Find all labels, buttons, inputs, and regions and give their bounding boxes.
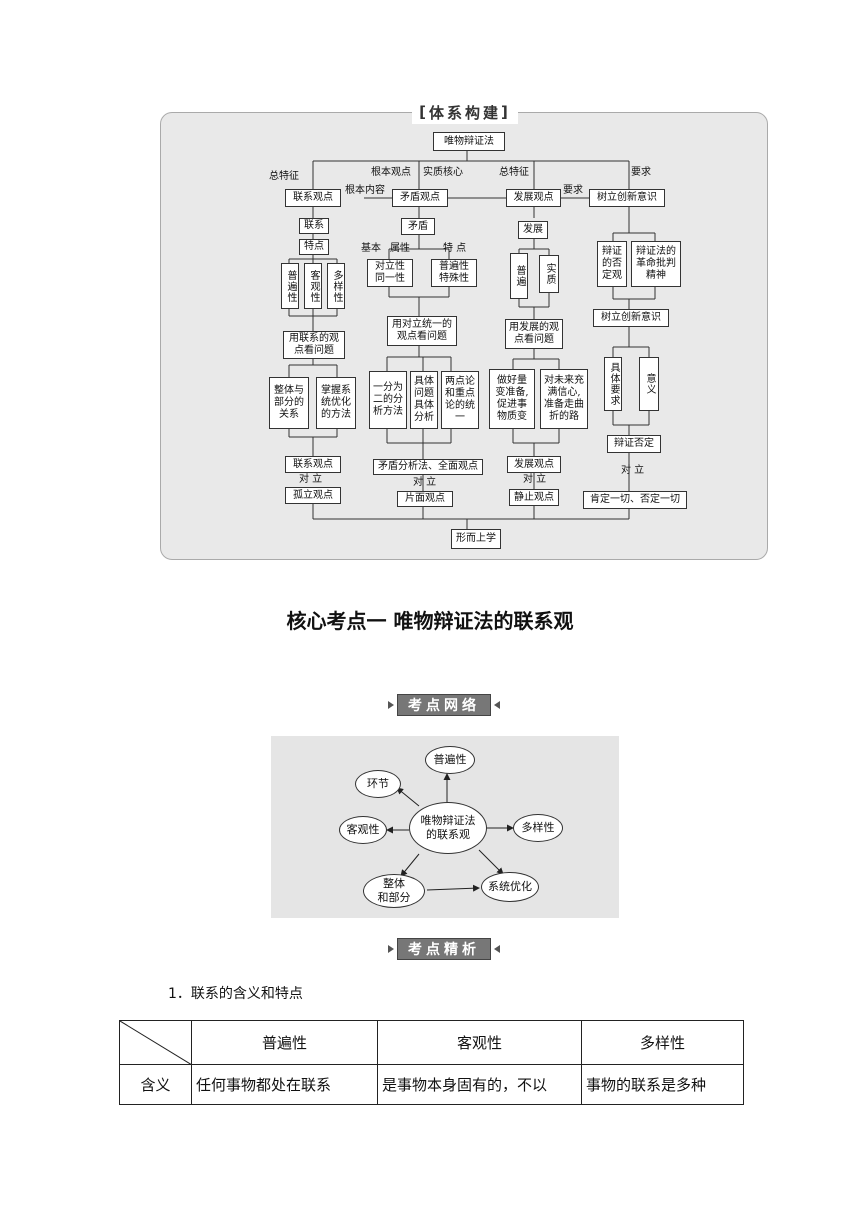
node-trait: 普遍 xyxy=(510,253,528,299)
node-mid: 树立创新意识 xyxy=(593,309,669,327)
node-center: 唯物辩证法 的联系观 xyxy=(409,802,487,854)
node-trait: 意义 xyxy=(639,357,659,411)
node-keguanxing: 客观性 xyxy=(339,816,387,844)
edge-label: 实质核心 xyxy=(423,167,463,178)
node-neg: 肯定一切、否定一切 xyxy=(583,491,687,509)
node-sub: 具体 问题 具体 分析 xyxy=(410,371,438,429)
tag-kaodian-jingxi: 考点精析 xyxy=(388,938,500,960)
lianxi-table: 普遍性 客观性 多样性 含义 任何事物都处在联系 是事物本身固有的，不以 事物的… xyxy=(119,1020,744,1105)
table-row: 含义 任何事物都处在联系 是事物本身固有的，不以 事物的联系是多种 xyxy=(119,1064,744,1105)
network-arrows xyxy=(386,773,514,892)
node-trait: 普遍性 xyxy=(281,263,299,309)
node-chuangxin-yishi: 树立创新意识 xyxy=(589,189,665,207)
node-neg: 片面观点 xyxy=(397,491,453,507)
tag-label: 考点网络 xyxy=(397,694,491,716)
node-neg: 孤立观点 xyxy=(285,487,341,504)
edge-label: 根本内容 xyxy=(345,185,385,196)
table-header: 客观性 xyxy=(377,1020,582,1065)
node-trait: 具体要求 xyxy=(604,357,622,411)
edge-label: 对 立 xyxy=(413,477,437,488)
node-neg: 静止观点 xyxy=(509,489,559,506)
edge-label: 总特征 xyxy=(499,167,529,178)
node-fazhan-guandian: 发展观点 xyxy=(506,189,561,207)
node-attr: 普遍性 特殊性 xyxy=(431,259,477,287)
node-sub: 两点论 和重点 论的统 一 xyxy=(441,371,479,429)
tag-kaodian-wangluo: 考点网络 xyxy=(388,694,500,716)
node-duoyangxing: 多样性 xyxy=(513,814,563,842)
node-sub: 对未来充 满信心, 准备走曲 折的路 xyxy=(540,369,588,429)
node-sub: 辩证法的 革命批判 精神 xyxy=(631,241,681,287)
node-trait: 实质 xyxy=(539,255,559,293)
node-huanjie: 环节 xyxy=(355,770,401,798)
node-xing-er-shang-xue: 形而上学 xyxy=(451,529,501,549)
framework-connector-lines xyxy=(288,151,656,529)
node-attr: 对立性 同一性 xyxy=(367,259,413,287)
edge-label: 对 立 xyxy=(299,474,323,485)
edge-label: 总特征 xyxy=(269,171,299,182)
section-banner: [体系构建] xyxy=(412,100,518,124)
node-sub: 整体与 部分的 关系 xyxy=(269,377,309,429)
node-xitong-youhua: 系统优化 xyxy=(481,872,539,902)
table-header: 普遍性 xyxy=(191,1020,378,1065)
node-method: 用发展的观 点看问题 xyxy=(505,319,563,349)
edge-label: 要求 xyxy=(631,167,651,178)
node-trait: 客观性 xyxy=(304,263,322,309)
node-fazhan: 发展 xyxy=(518,221,548,239)
edge-label: 基本 xyxy=(361,243,381,254)
node-sub: 辩证 的否 定观 xyxy=(597,241,627,287)
row-label: 含义 xyxy=(119,1064,192,1105)
diagonal-cell xyxy=(119,1020,192,1065)
node-lianxi-guandian: 联系观点 xyxy=(285,189,341,207)
edge-label: 特 点 xyxy=(443,243,467,254)
node-sub: 一分为 二的分 析方法 xyxy=(369,371,407,429)
node-method: 用对立统一的 观点看问题 xyxy=(387,316,457,346)
table-header-row: 普遍性 客观性 多样性 xyxy=(119,1020,744,1065)
table-cell: 是事物本身固有的，不以 xyxy=(377,1064,582,1105)
table-cell: 事物的联系是多种 xyxy=(581,1064,744,1105)
edge-label: 属性 xyxy=(390,243,410,254)
node-pos: 矛盾分析法、全面观点 xyxy=(373,459,483,475)
node-pos: 联系观点 xyxy=(285,456,341,473)
node-zhengti-bufen: 整体 和部分 xyxy=(363,874,425,908)
network-diagram: 普遍性 环节 客观性 唯物辩证法 的联系观 多样性 整体 和部分 系统优化 xyxy=(271,736,619,918)
node-pubianxing: 普遍性 xyxy=(425,746,475,774)
node-maodun-guandian: 矛盾观点 xyxy=(392,189,448,207)
table-header: 多样性 xyxy=(581,1020,744,1065)
node-pos: 辩证否定 xyxy=(607,435,661,453)
edge-label: 根本观点 xyxy=(371,167,411,178)
node-lianxi: 联系 xyxy=(299,218,329,234)
framework-map: 唯物辩证法 总特征 根本观点 实质核心 总特征 要求 根本内容 要求 基本 属性… xyxy=(160,112,768,560)
table-cell: 任何事物都处在联系 xyxy=(191,1064,378,1105)
paragraph-heading: 1．联系的含义和特点 xyxy=(168,986,303,1002)
tag-label: 考点精析 xyxy=(397,938,491,960)
node-sub: 做好量 变准备, 促进事 物质变 xyxy=(489,369,535,429)
edge-label: 要求 xyxy=(563,185,583,196)
edge-label: 对 立 xyxy=(621,465,645,476)
node-tedian: 特点 xyxy=(299,239,329,255)
diagonal-line xyxy=(120,1021,192,1065)
root-node: 唯物辩证法 xyxy=(433,132,505,151)
node-trait: 多样性 xyxy=(327,263,345,309)
section-title: 核心考点一 唯物辩证法的联系观 xyxy=(286,609,574,633)
node-sub: 掌握系 统优化 的方法 xyxy=(316,377,356,429)
node-method: 用联系的观 点看问题 xyxy=(283,331,345,359)
node-pos: 发展观点 xyxy=(507,456,561,473)
edge-label: 对 立 xyxy=(523,474,547,485)
banner-label: 体系构建 xyxy=(428,103,501,122)
node-maodun: 矛盾 xyxy=(401,218,435,235)
